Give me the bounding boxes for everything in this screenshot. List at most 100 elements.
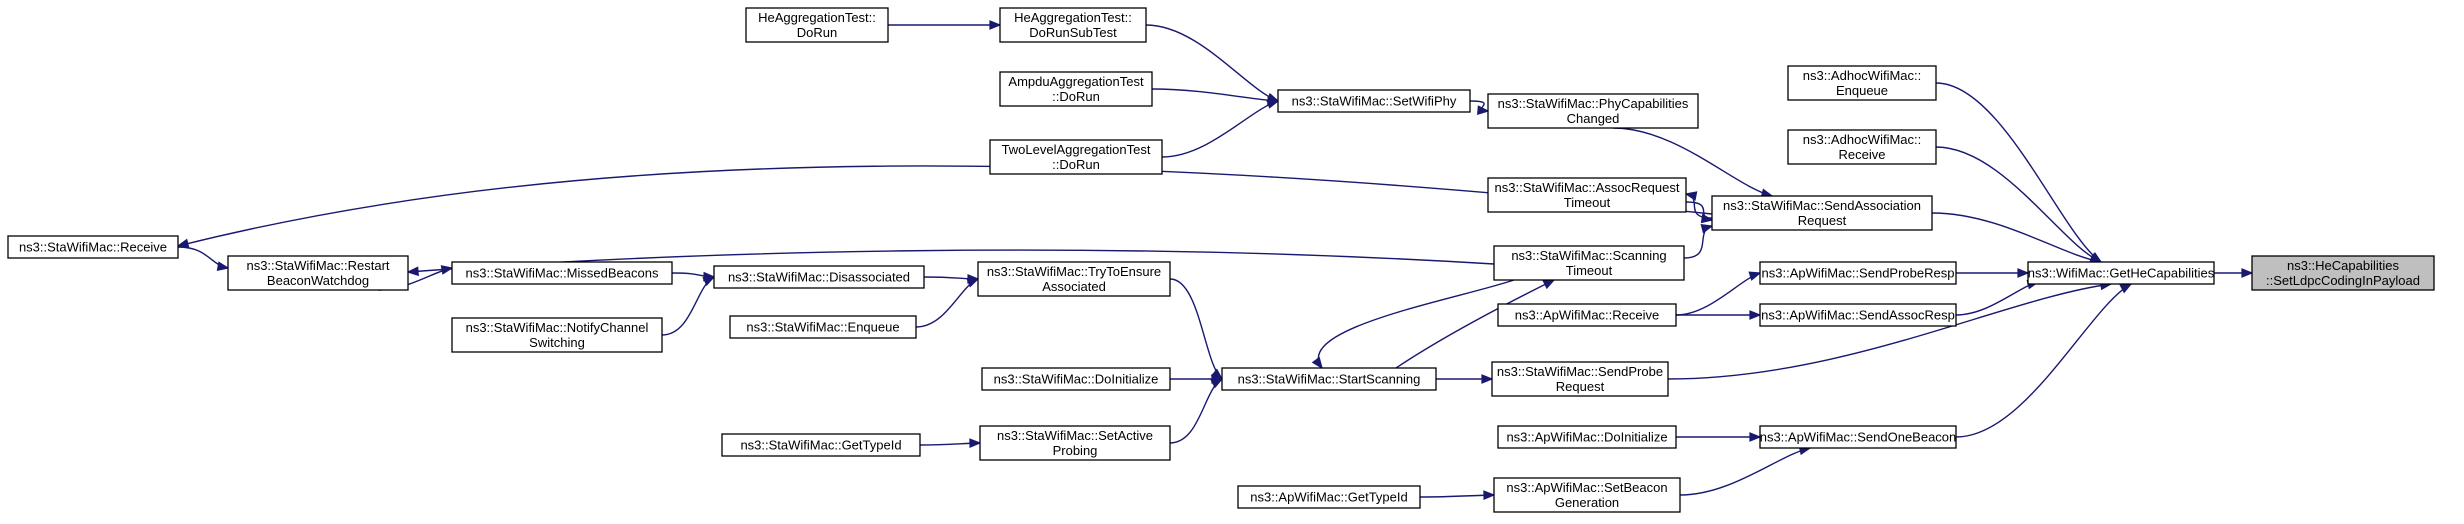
node-label-line: Enqueue [1836, 83, 1888, 98]
node-send-probe-resp[interactable]: ns3::ApWifiMac::SendProbeResp [1759, 261, 1957, 285]
node-box [2251, 255, 2435, 291]
arrowhead [989, 20, 1002, 30]
edge-ampdu-to-setWifiPhy [1151, 88, 1280, 106]
arrowhead [1748, 271, 1762, 281]
edge-phyCapChanged-to-sendAssocReq [1612, 127, 1774, 198]
node-box [981, 367, 1171, 391]
node-disassociated[interactable]: ns3::StaWifiMac::Disassociated [713, 265, 925, 289]
node-adhoc-enq[interactable]: ns3::AdhocWifiMac::Enqueue [1787, 65, 1937, 101]
node-label-line: AmpduAggregationTest [1008, 74, 1144, 89]
node-get-he-cap[interactable]: ns3::WifiMac::GetHeCapabilities [2027, 261, 2215, 285]
node-box [1759, 425, 1957, 449]
node-set-wifi-phy[interactable]: ns3::StaWifiMac::SetWifiPhy [1277, 89, 1471, 113]
node-ap-get-type-id[interactable]: ns3::ApWifiMac::GetTypeId [1237, 485, 1421, 509]
node-sta-receive[interactable]: ns3::StaWifiMac::Receive [7, 235, 179, 259]
node-label-line: TwoLevelAggregationTest [1002, 142, 1151, 157]
node-label-line: DoRunSubTest [1029, 25, 1117, 40]
node-label-line: ns3::ApWifiMac::SendOneBeacon [1760, 430, 1957, 445]
node-box [721, 433, 921, 457]
node-label-line: ns3::StaWifiMac::DoInitialize [994, 372, 1159, 387]
node-box [1221, 367, 1437, 391]
edge-scanTimeout-to-sendAssocReq [1683, 224, 1714, 259]
node-label-line: DoRun [797, 25, 837, 40]
node-target[interactable]: ns3::HeCapabilities::SetLdpcCodingInPayl… [2251, 255, 2435, 291]
node-box [1277, 89, 1471, 113]
edge-apGetTypeId-to-setBeaconGen [1419, 490, 1496, 501]
node-label-line: ns3::StaWifiMac::StartScanning [1238, 372, 1421, 387]
node-start-scanning[interactable]: ns3::StaWifiMac::StartScanning [1221, 367, 1437, 391]
node-label-line: Changed [1567, 111, 1620, 126]
node-box [729, 315, 917, 339]
node-box [713, 265, 925, 289]
node-label-line: ns3::StaWifiMac::Disassociated [728, 270, 910, 285]
edge-setBeaconGen-to-sendOneBeacon [1679, 445, 1812, 496]
node-label-line: ns3::StaWifiMac::MissedBeacons [466, 266, 659, 281]
node-box [451, 261, 673, 285]
node-sta-enqueue[interactable]: ns3::StaWifiMac::Enqueue [729, 315, 917, 339]
node-box [451, 317, 663, 353]
arrowhead [1684, 191, 1698, 201]
node-send-assoc-resp[interactable]: ns3::ApWifiMac::SendAssocResp [1759, 303, 1957, 327]
edge-notifyChanSwitch-to-disassociated [661, 276, 716, 336]
arrowhead [1749, 310, 1762, 320]
node-adhoc-recv[interactable]: ns3::AdhocWifiMac::Receive [1787, 129, 1937, 165]
node-missed-beacons[interactable]: ns3::StaWifiMac::MissedBeacons [451, 261, 673, 285]
node-label-line: Receive [1839, 147, 1886, 162]
arrowhead [406, 266, 419, 277]
edge-apReceive-to-sendProbeResp [1675, 271, 1762, 316]
node-sta-do-init[interactable]: ns3::StaWifiMac::DoInitialize [981, 367, 1171, 391]
node-label-line: ns3::StaWifiMac::SetActive [997, 428, 1153, 443]
node-label-line: ns3::StaWifiMac::NotifyChannel [466, 320, 649, 335]
edge-apDoInit-to-sendOneBeacon [1676, 432, 1762, 442]
node-label-line: ns3::StaWifiMac::TryToEnsure [987, 264, 1161, 279]
node-he-run[interactable]: HeAggregationTest::DoRun [745, 7, 889, 43]
node-label-line: ns3::StaWifiMac::GetTypeId [740, 438, 901, 453]
node-label-line: ns3::WifiMac::GetHeCapabilities [2028, 266, 2215, 281]
node-label-line: ns3::StaWifiMac::Scanning [1511, 248, 1666, 263]
node-ap-receive[interactable]: ns3::ApWifiMac::Receive [1497, 303, 1677, 327]
edge-setActiveProbing-to-startScanning [1169, 378, 1224, 444]
node-box [1487, 177, 1687, 213]
node-box [1497, 303, 1677, 327]
node-label-line: ns3::StaWifiMac::AssocRequest [1495, 180, 1680, 195]
node-box [1487, 93, 1699, 129]
node-sta-get-type-id[interactable]: ns3::StaWifiMac::GetTypeId [721, 433, 921, 457]
node-ap-do-init[interactable]: ns3::ApWifiMac::DoInitialize [1497, 425, 1677, 449]
edge-tryEnsure-to-startScanning [1169, 278, 1224, 381]
arrowhead [1700, 224, 1714, 234]
node-box [999, 7, 1147, 43]
arrowhead [1483, 490, 1496, 501]
edge-apReceive-to-sendAssocResp [1676, 310, 1762, 320]
node-label-line: ns3::StaWifiMac::SendAssociation [1723, 198, 1921, 213]
node-label-line: ns3::StaWifiMac::SetWifiPhy [1292, 94, 1457, 109]
node-box [745, 7, 889, 43]
node-box [7, 235, 179, 259]
edge-sendAssocReq-to-staReceive [176, 165, 1713, 249]
node-ampdu[interactable]: AmpduAggregationTest::DoRun [999, 71, 1153, 107]
node-label-line: Request [1556, 379, 1605, 394]
node-box [1759, 261, 1957, 285]
node-box [1787, 129, 1937, 165]
node-he-run-sub[interactable]: HeAggregationTest::DoRunSubTest [999, 7, 1147, 43]
edge-disassociated-to-tryEnsure [923, 273, 980, 284]
node-two-level[interactable]: TwoLevelAggregationTest::DoRun [989, 139, 1163, 175]
node-box [999, 71, 1153, 107]
edge-sendAssocReq-to-assocReqTimeout [1684, 191, 1713, 219]
node-label-line: Request [1798, 213, 1847, 228]
node-label-line: ::DoRun [1052, 89, 1100, 104]
node-label-line: ns3::ApWifiMac::SendProbeResp [1762, 266, 1955, 281]
node-send-one-beacon[interactable]: ns3::ApWifiMac::SendOneBeacon [1759, 425, 1957, 449]
node-box [977, 261, 1171, 297]
edge-sendAssocReq-to-getHeCap [1931, 212, 2103, 265]
node-box [1787, 65, 1937, 101]
